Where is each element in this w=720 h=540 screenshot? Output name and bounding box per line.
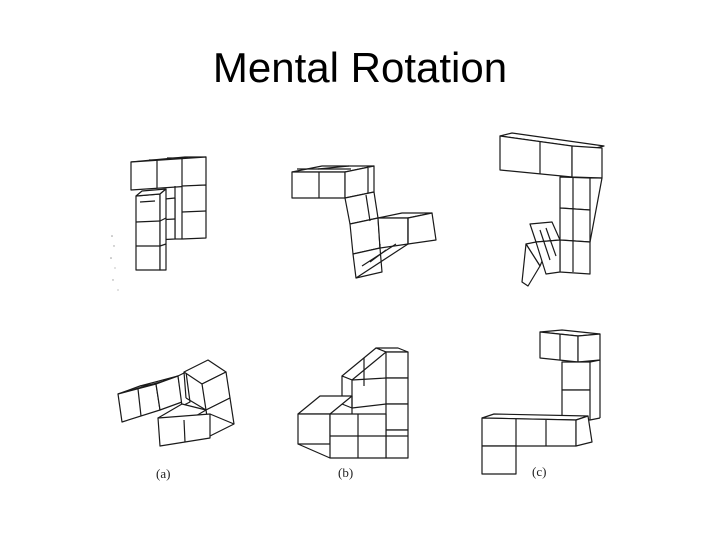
mental-rotation-figure: (a) (b) (c) [100, 125, 620, 495]
cube-object-c [481, 329, 601, 475]
slide-title: Mental Rotation [212, 44, 508, 91]
cube-object-b [297, 347, 409, 459]
figure-drawing: (a) (b) (c) [110, 132, 605, 481]
cube-object-top-right [499, 132, 605, 287]
cube-object-top-middle [291, 165, 437, 279]
scan-specks [110, 235, 119, 291]
panel-label-b: (b) [338, 465, 353, 480]
panel-label-a: (a) [156, 466, 170, 481]
cube-object-a [117, 359, 235, 447]
cube-object-top-left [130, 156, 207, 271]
panel-label-c: (c) [532, 464, 546, 479]
